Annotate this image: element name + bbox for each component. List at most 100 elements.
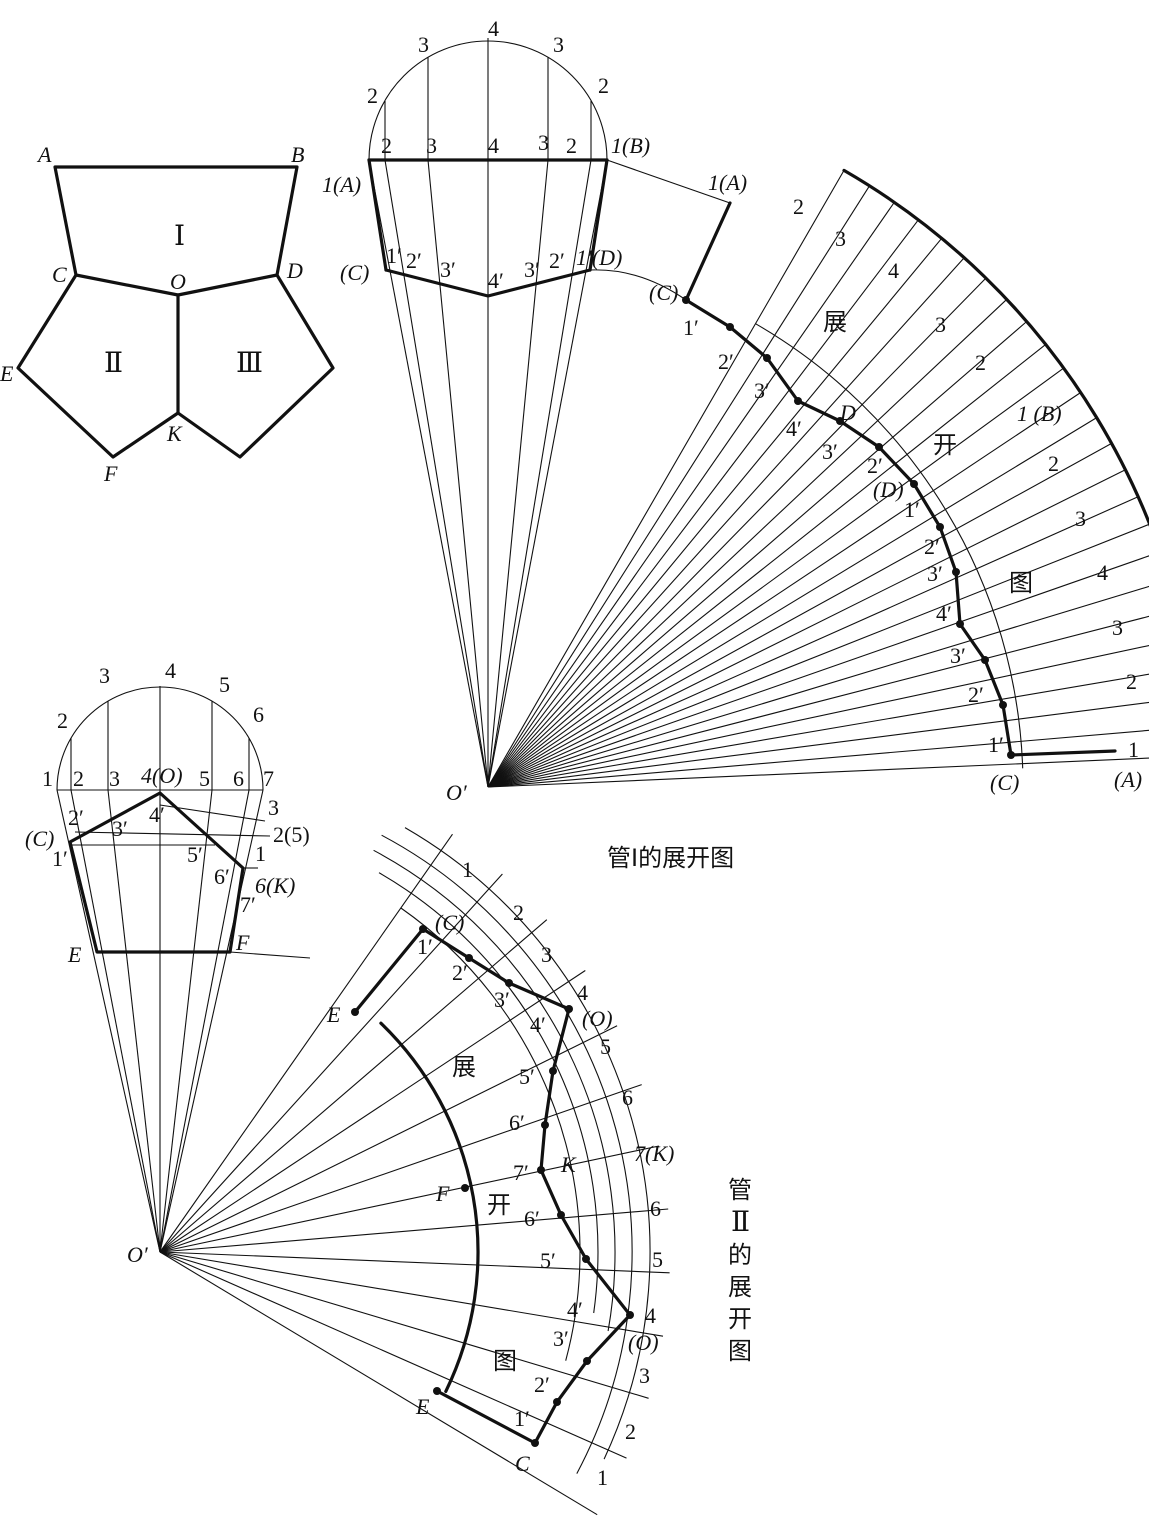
pipe2-element-line: [159, 789, 264, 1253]
pipe2-curve-dot: [553, 1398, 561, 1406]
pipe1-transfer-line: [606, 159, 731, 204]
pipe1-word-tu: 图: [1009, 569, 1033, 597]
pipe1-dev-prime-3d: 3′: [950, 643, 966, 668]
pipe1-prime-2-left: 2′: [406, 248, 422, 273]
pipe1-ray-line: [487, 277, 987, 788]
pipe2-c-label: (C): [25, 826, 54, 851]
pipe2-ray-1-label: 1: [255, 841, 266, 866]
pipe1-start-edge: [684, 201, 732, 302]
pipe1-curve-dot: [999, 701, 1007, 709]
pipe2-caption-1: 管: [728, 1176, 752, 1204]
pipe1-ray-line: [487, 729, 1149, 788]
pipe1-dev-prime-2d: 2′: [968, 682, 984, 707]
pipe2-ray-25-label: 2(5): [273, 822, 310, 847]
pipe2-projection-line: [159, 804, 266, 822]
pipe1-element-line: [487, 159, 608, 788]
pipe2-curve-dot: [626, 1311, 634, 1319]
key-point-e: E: [0, 361, 14, 386]
pipe1-ray-line: [487, 392, 1082, 788]
pipe2-element-line: [107, 789, 161, 1253]
pipe1-dev-prime-2b: 2′: [867, 453, 883, 478]
pipe1-ray-line: [487, 170, 845, 788]
pipe2-dev-ray-2: 2: [513, 900, 524, 925]
pipe2-top-3: 3: [109, 766, 120, 791]
pipe1-curve-dot: [936, 523, 944, 531]
key-point-o: O: [170, 269, 186, 294]
pipe2-ray-line: [159, 833, 453, 1253]
pipe1-top-3-left: 3: [426, 133, 437, 158]
pipe1-ray-line: [487, 367, 1065, 788]
pipe2-prime-1: 1′: [52, 846, 68, 871]
pipe1-ray-line: [487, 496, 1139, 788]
pipe1-apex-label: O′: [446, 780, 468, 805]
pipe1-dev-ray-3: 3: [835, 226, 846, 251]
pipe1-prime-1-left: 1′: [386, 243, 402, 268]
pipe2-guide-arc: [378, 872, 599, 1314]
pipe2-dev-o-label: (O): [582, 1006, 613, 1031]
pipe1-ray-line: [487, 185, 870, 788]
pipe2-dev-o-bottom: (O): [628, 1330, 659, 1355]
pipe1-dev-prime-1b: 1′: [904, 497, 920, 522]
pipe2-dev-prime-5: 5′: [519, 1064, 535, 1089]
pipe2-curve-dot: [351, 1008, 359, 1016]
pipe2-dev-e-top: E: [326, 1002, 341, 1027]
pipe2-rays: [159, 833, 670, 1516]
key-diagram: Ⅰ Ⅱ Ⅲ A B C D O E F K: [0, 142, 335, 486]
pipe2-curve-dot: [419, 925, 427, 933]
pipe1-development: 1(A) 2 3 4 3 2 1 (B) 2 3 4 3 2 1 (A) (C)…: [487, 168, 1149, 872]
pipe2-dev-prime-1b: 1′: [514, 1406, 530, 1431]
pipe1-dev-ray-3c: 3: [1075, 506, 1086, 531]
pipe2-curve-dot: [537, 1166, 545, 1174]
pipe2-ray-line: [159, 1084, 642, 1253]
pipe1-ray-line: [487, 644, 1149, 788]
pipe2-projection-line: [74, 831, 271, 837]
pipe2-curve-dot: [433, 1387, 441, 1395]
pipe2-ray-line: [159, 970, 586, 1253]
region-label-1: Ⅰ: [174, 221, 185, 252]
pipe2-f-label: F: [235, 930, 250, 955]
pipe2-arc-5: 5: [219, 672, 230, 697]
pipe2-curve-dot: [541, 1121, 549, 1129]
pipe2-caption-3: 的: [728, 1241, 752, 1269]
pipe2-top-5: 5: [199, 766, 210, 791]
pipe2-caption-4: 展: [728, 1273, 752, 1301]
pipe2-curve-dot: [461, 1184, 469, 1192]
pipe2-ray-line: [159, 873, 503, 1253]
pipe2-curve-dot: [565, 1005, 573, 1013]
pipe2-element-line: [159, 789, 213, 1253]
pipe2-dev-ray-3: 3: [541, 942, 552, 967]
pipe2-prime-6: 6′: [214, 864, 230, 889]
pipe1-curve-dot: [910, 480, 918, 488]
pipe1-dev-ray-3b: 3: [935, 312, 946, 337]
pipe1-arc-4: 4: [488, 16, 499, 41]
key-point-b: B: [291, 142, 304, 167]
pipe2-dev-ray-6: 6: [622, 1085, 633, 1110]
pipe1-arc-3-left: 3: [418, 32, 429, 57]
pipe2-dev-prime-3: 3′: [494, 987, 510, 1012]
pipe2-curve-dot: [557, 1211, 565, 1219]
pipe2-ray-line: [159, 919, 548, 1253]
pipe2-prime-2: 2′: [68, 805, 84, 830]
pipe2-guide-arc: [404, 827, 651, 1460]
pipe1-dev-ray-2c: 2: [1048, 451, 1059, 476]
pipe1-top-2-right: 2: [566, 133, 577, 158]
pipe1-dev-top-label: 1(A): [708, 170, 747, 195]
pipe2-ray-3-label: 3: [268, 795, 279, 820]
pipe1-development-curve: [684, 298, 1013, 757]
pipe1-curve-dot: [726, 323, 734, 331]
pipe1-dev-c-bottom: (C): [990, 770, 1019, 795]
pipe1-word-zhan: 展: [823, 308, 847, 336]
pipe2-word-kai: 开: [487, 1191, 511, 1219]
pipe1-curve-dot: [952, 568, 960, 576]
pipe1-dev-prime-3b: 3′: [822, 439, 838, 464]
pipe2-dev-prime-6b: 6′: [524, 1206, 540, 1231]
pipe1-right-edge: [588, 158, 609, 272]
pipe2-top-6: 6: [233, 766, 244, 791]
pipe2-outline: [16, 273, 180, 459]
pipe2-dev-prime-2: 2′: [452, 960, 468, 985]
pipe2-prime-5: 5′: [187, 842, 203, 867]
pipe2-dev-e-bottom: E: [415, 1394, 430, 1419]
key-point-k: K: [166, 421, 183, 446]
pipe2-top-1: 1: [42, 766, 53, 791]
